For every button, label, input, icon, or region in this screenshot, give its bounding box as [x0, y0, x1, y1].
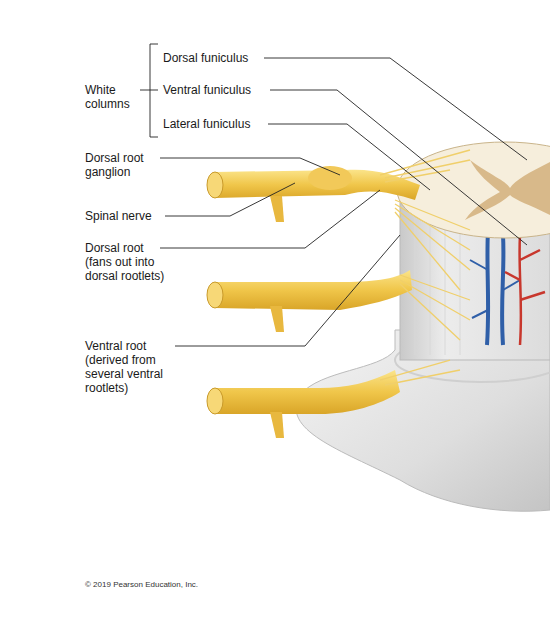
- spinal-nerves: [207, 166, 420, 438]
- copyright-note: © 2019 Pearson Education, Inc.: [85, 580, 285, 590]
- part-label: Ventral funiculus: [163, 83, 273, 97]
- rootlets: [380, 150, 470, 385]
- gray-matter: [465, 160, 550, 220]
- part-label: Dorsal root ganglion: [85, 151, 157, 179]
- part-label: Ventral root (derived from several ventr…: [85, 339, 170, 395]
- cross-section: [397, 142, 550, 238]
- part-label: Spinal nerve: [85, 209, 170, 223]
- artery: [505, 235, 545, 345]
- vein: [487, 230, 503, 345]
- part-label: Dorsal root (fans out into dorsal rootle…: [85, 241, 170, 283]
- group-label: White columns: [85, 83, 143, 111]
- part-label: Lateral funiculus: [163, 117, 273, 131]
- vein-branch: [470, 260, 520, 318]
- leader-lines: [140, 44, 527, 346]
- part-label: Dorsal funiculus: [163, 51, 273, 65]
